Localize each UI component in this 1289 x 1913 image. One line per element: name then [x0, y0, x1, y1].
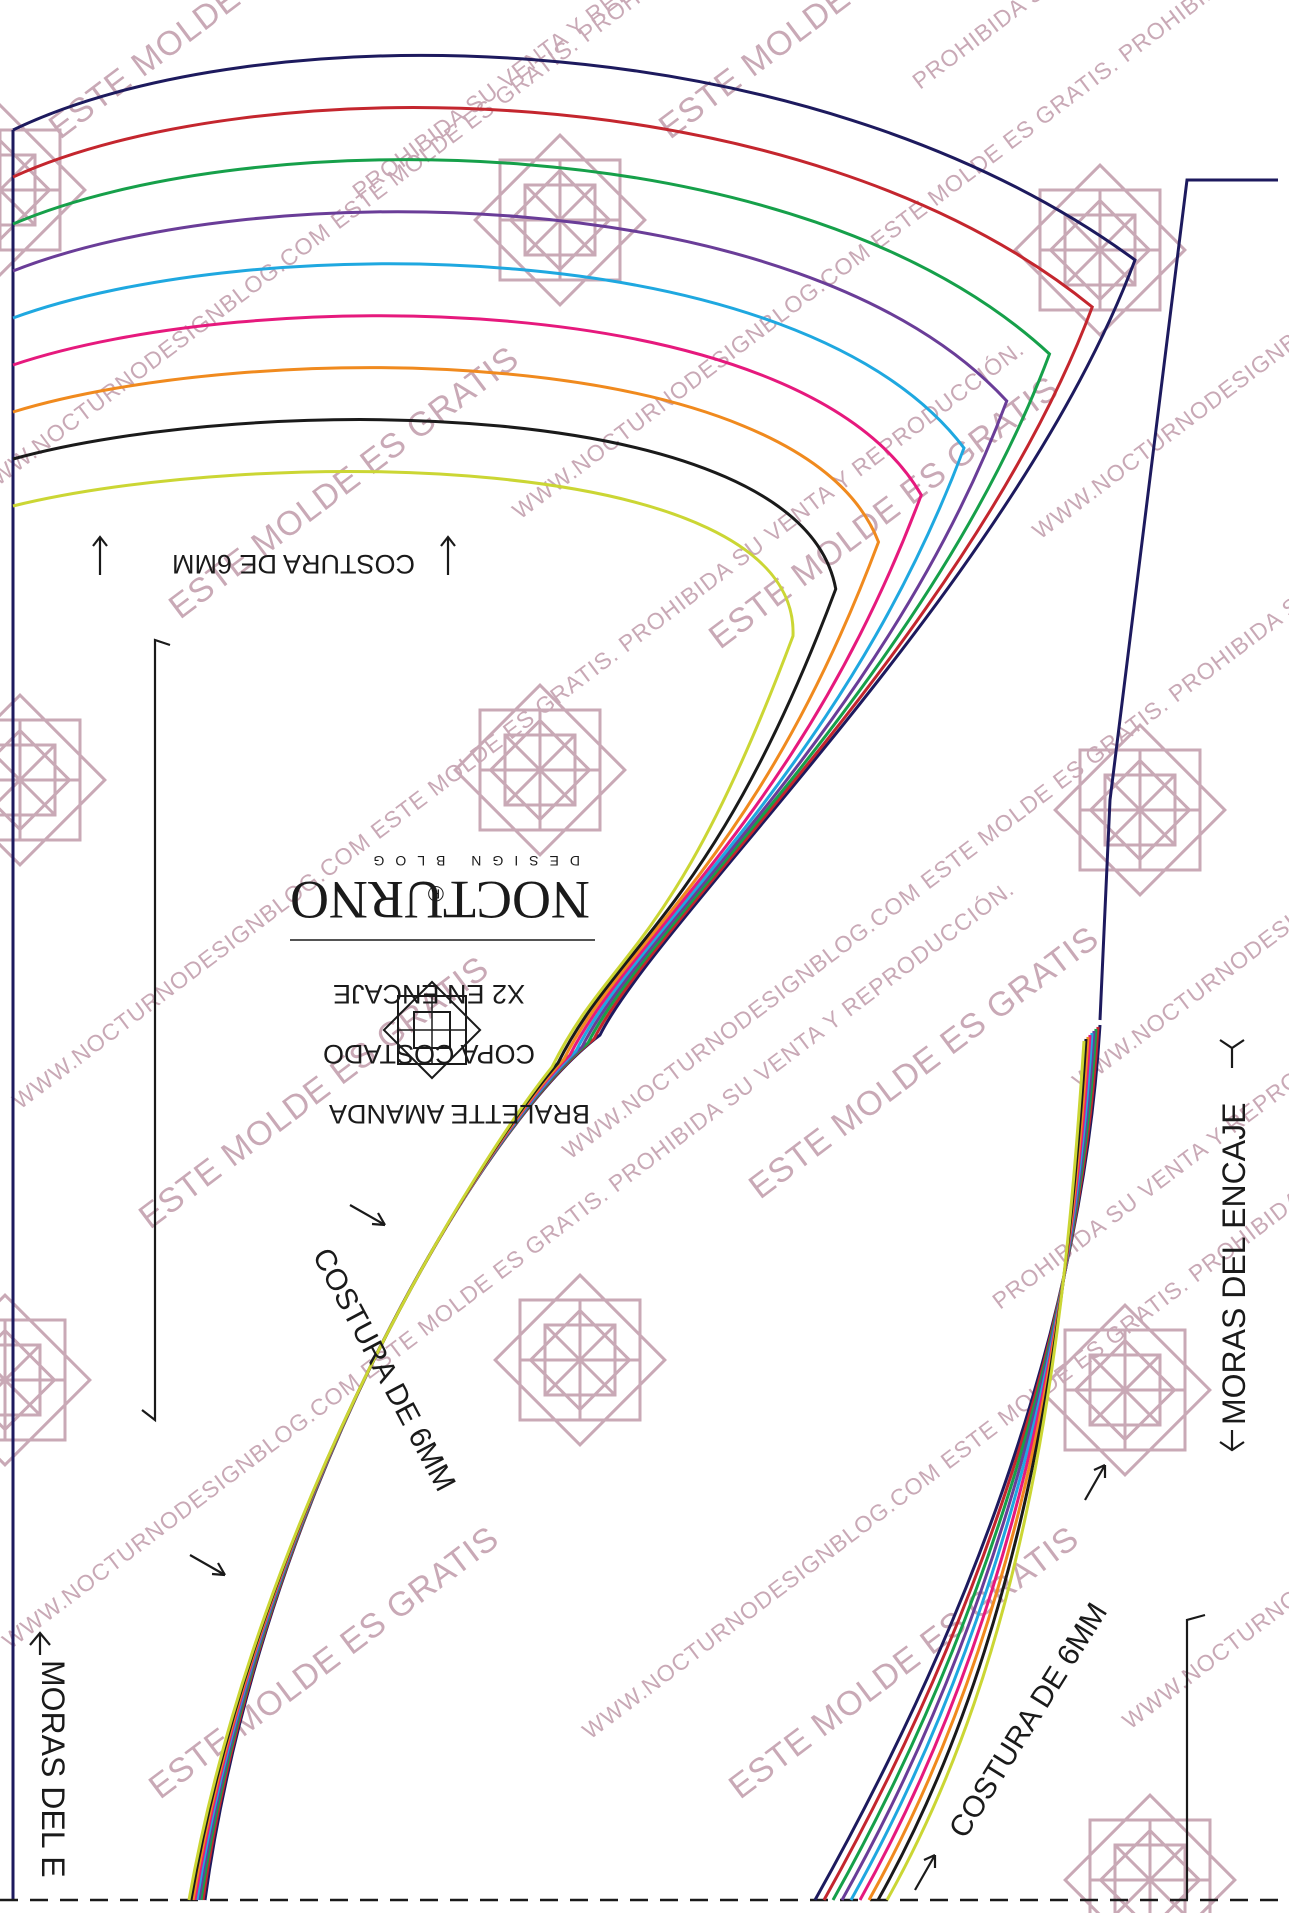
arrow-icon — [1219, 1039, 1245, 1452]
size-lines — [12, 54, 1137, 1901]
brand-mark: ® — [428, 881, 444, 906]
size-line-lower-5 — [849, 1032, 1094, 1901]
svg-text:MORAS DEL E: MORAS DEL E — [35, 1660, 71, 1878]
brand-name: NOCTURNO — [290, 870, 590, 930]
rose-window-icon — [0, 103, 1237, 1913]
svg-text:COSTURA DE 6MM: COSTURA DE 6MM — [172, 549, 415, 579]
watermark-text: ESTE MOLDE ES GRATIS — [702, 369, 1066, 657]
arrow-icon — [914, 1463, 1107, 1891]
watermark-text: WWW.NOCTURNODESIGNBLOG.COM — [1117, 1448, 1289, 1734]
brand-block: NOCTURNO ® DESIGN BLOG BRALETTE AMANDA C… — [290, 853, 595, 1129]
size-line-3 — [12, 158, 1052, 1901]
moras-label-right: MORAS DEL ENCAJE — [1216, 1103, 1252, 1425]
watermark-text: ESTE MOLDE ES GRATIS — [142, 1519, 506, 1807]
rose-window-icon — [382, 980, 482, 1080]
size-line-lower-3 — [831, 1028, 1098, 1901]
watermark-text: ESTE MOLDE ES GRATIS — [42, 0, 406, 146]
title-line-1: BRALETTE AMANDA — [329, 1099, 590, 1129]
brand-sub: DESIGN BLOG — [363, 853, 580, 869]
moras-label-left: MORAS DEL E — [35, 1660, 71, 1878]
size-line-lower-9 — [885, 1040, 1086, 1901]
size-line-8 — [12, 418, 838, 1901]
arrow-icon — [29, 1631, 51, 1655]
arrow-icon — [92, 535, 456, 575]
title-line-3: X2 EN ENCAJE — [333, 979, 525, 1009]
size-line-lower-4 — [840, 1030, 1096, 1901]
size-line-lower-6 — [858, 1034, 1092, 1901]
piece-right-corner — [1185, 1613, 1206, 1900]
grainline-icon — [141, 638, 171, 1423]
arrow-icon — [189, 1204, 386, 1577]
watermark-text: ESTE MOLDE ES GRATIS — [162, 339, 526, 627]
pattern-outline — [0, 130, 1289, 1902]
piece-right-edge — [1098, 178, 1278, 1021]
svg-text:MORAS DEL ENCAJE: MORAS DEL ENCAJE — [1216, 1103, 1252, 1425]
seam-label-top: COSTURA DE 6MM — [172, 549, 415, 579]
size-line-9 — [12, 470, 795, 1901]
watermark-text: ESTE MOLDE ES GRATIS — [652, 0, 1016, 146]
